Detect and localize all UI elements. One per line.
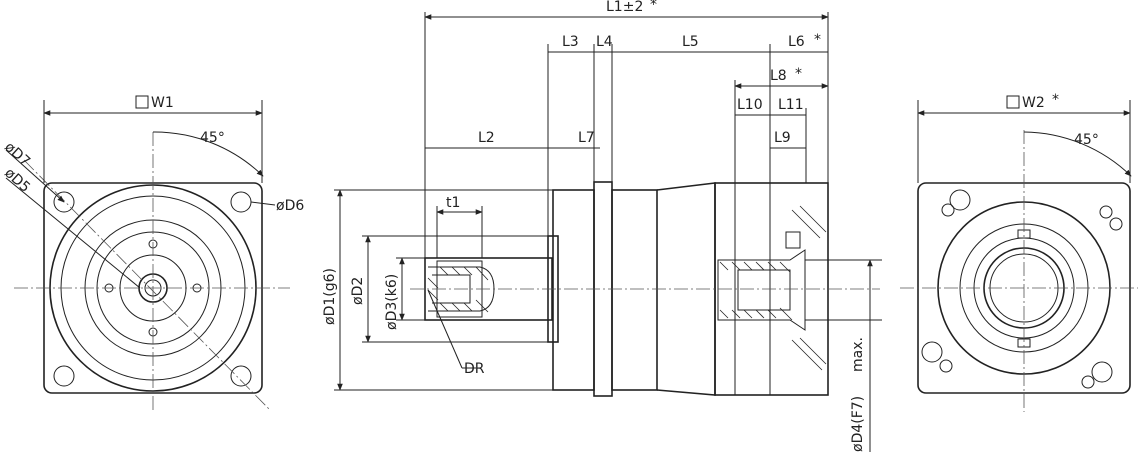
- rear-mount-hole: [1091, 361, 1113, 383]
- l7-label: L7: [578, 130, 595, 146]
- line: [731, 261, 741, 271]
- line: [451, 302, 461, 312]
- d4-label: øD4(F7): [850, 396, 866, 452]
- group: [719, 205, 827, 371]
- side-view: L1±2 * L3 L4 L5 L6 * L8 * L10 L11 L2 L7 …: [322, 0, 882, 452]
- rear-angle-label: 45°: [1074, 132, 1099, 148]
- line: [5, 177, 141, 289]
- group: [427, 266, 489, 313]
- line: [427, 289, 463, 369]
- square-symbol-icon: [135, 95, 149, 109]
- d4-max-label: max.: [850, 337, 866, 372]
- rear-mount-hole: [1099, 205, 1113, 219]
- line: [23, 159, 271, 411]
- d7-label: øD7: [1, 139, 33, 170]
- line: [767, 309, 777, 319]
- front-view: W1 45° øD7 øD5 øD6: [1, 95, 304, 412]
- line: [463, 302, 473, 312]
- angle-arc: [152, 131, 264, 177]
- l5-label: L5: [682, 34, 699, 50]
- line: [755, 261, 765, 271]
- front-mount-hole: [230, 365, 252, 387]
- rear-tap-hole: [941, 203, 955, 217]
- line: [755, 309, 765, 319]
- l1-star: *: [650, 0, 657, 13]
- l3-label: L3: [562, 34, 579, 50]
- line: [439, 302, 449, 312]
- line: [451, 266, 461, 276]
- line: [463, 266, 473, 276]
- line: [731, 309, 741, 319]
- rear-view: W2 * 45°: [900, 92, 1138, 412]
- front-mount-hole: [230, 191, 252, 213]
- angle-arc: [1023, 131, 1132, 177]
- line: [250, 201, 276, 206]
- line: [427, 277, 439, 289]
- rear-tap-hole: [1109, 217, 1123, 231]
- rear-mount-hole: [921, 341, 943, 363]
- l10-label: L10: [737, 97, 763, 113]
- d6-label: øD6: [276, 198, 304, 214]
- line: [779, 307, 793, 321]
- front-mount-hole: [53, 191, 75, 213]
- line: [475, 299, 489, 313]
- line: [743, 261, 753, 271]
- line: [5, 149, 65, 203]
- housing-body: [611, 189, 658, 391]
- line: [439, 266, 449, 276]
- d2-label: øD2: [350, 277, 366, 305]
- path: [737, 269, 791, 311]
- path: [432, 274, 471, 304]
- rear-tap-hole: [1081, 375, 1095, 389]
- t1-label: t1: [446, 195, 460, 211]
- line: [791, 339, 823, 371]
- line: [791, 209, 821, 239]
- rear-mount-hole: [949, 189, 971, 211]
- front-angle-label: 45°: [200, 130, 225, 146]
- l2-label: L2: [478, 130, 495, 146]
- d3-label: øD3(k6): [384, 274, 400, 330]
- line: [743, 309, 753, 319]
- w1-label: W1: [151, 95, 174, 111]
- front-mount-hole: [53, 365, 75, 387]
- line: [767, 261, 777, 271]
- w2-label: W2: [1022, 95, 1045, 111]
- line: [475, 266, 489, 281]
- clamping-hub: [717, 249, 806, 331]
- l1-label: L1±2: [606, 0, 643, 15]
- l4-label: L4: [596, 34, 613, 50]
- line: [799, 337, 827, 365]
- l11-label: L11: [778, 97, 804, 113]
- w2-star: *: [1052, 92, 1059, 108]
- l8-label: L8: [770, 68, 787, 84]
- l6-label: L6: [788, 34, 805, 50]
- line: [779, 261, 791, 273]
- clamp-screw: [785, 231, 801, 249]
- l8-star: *: [795, 66, 802, 82]
- line: [799, 205, 827, 233]
- line: [427, 289, 439, 301]
- housing-front: [552, 189, 595, 391]
- rear-tap-hole: [939, 359, 953, 373]
- line: [719, 309, 729, 319]
- l6-star: *: [814, 32, 821, 48]
- d1-label: øD1(g6): [322, 268, 338, 325]
- line: [719, 261, 729, 271]
- l9-label: L9: [774, 130, 791, 146]
- dr-label: DR: [464, 361, 485, 377]
- square-symbol-icon: [1006, 95, 1020, 109]
